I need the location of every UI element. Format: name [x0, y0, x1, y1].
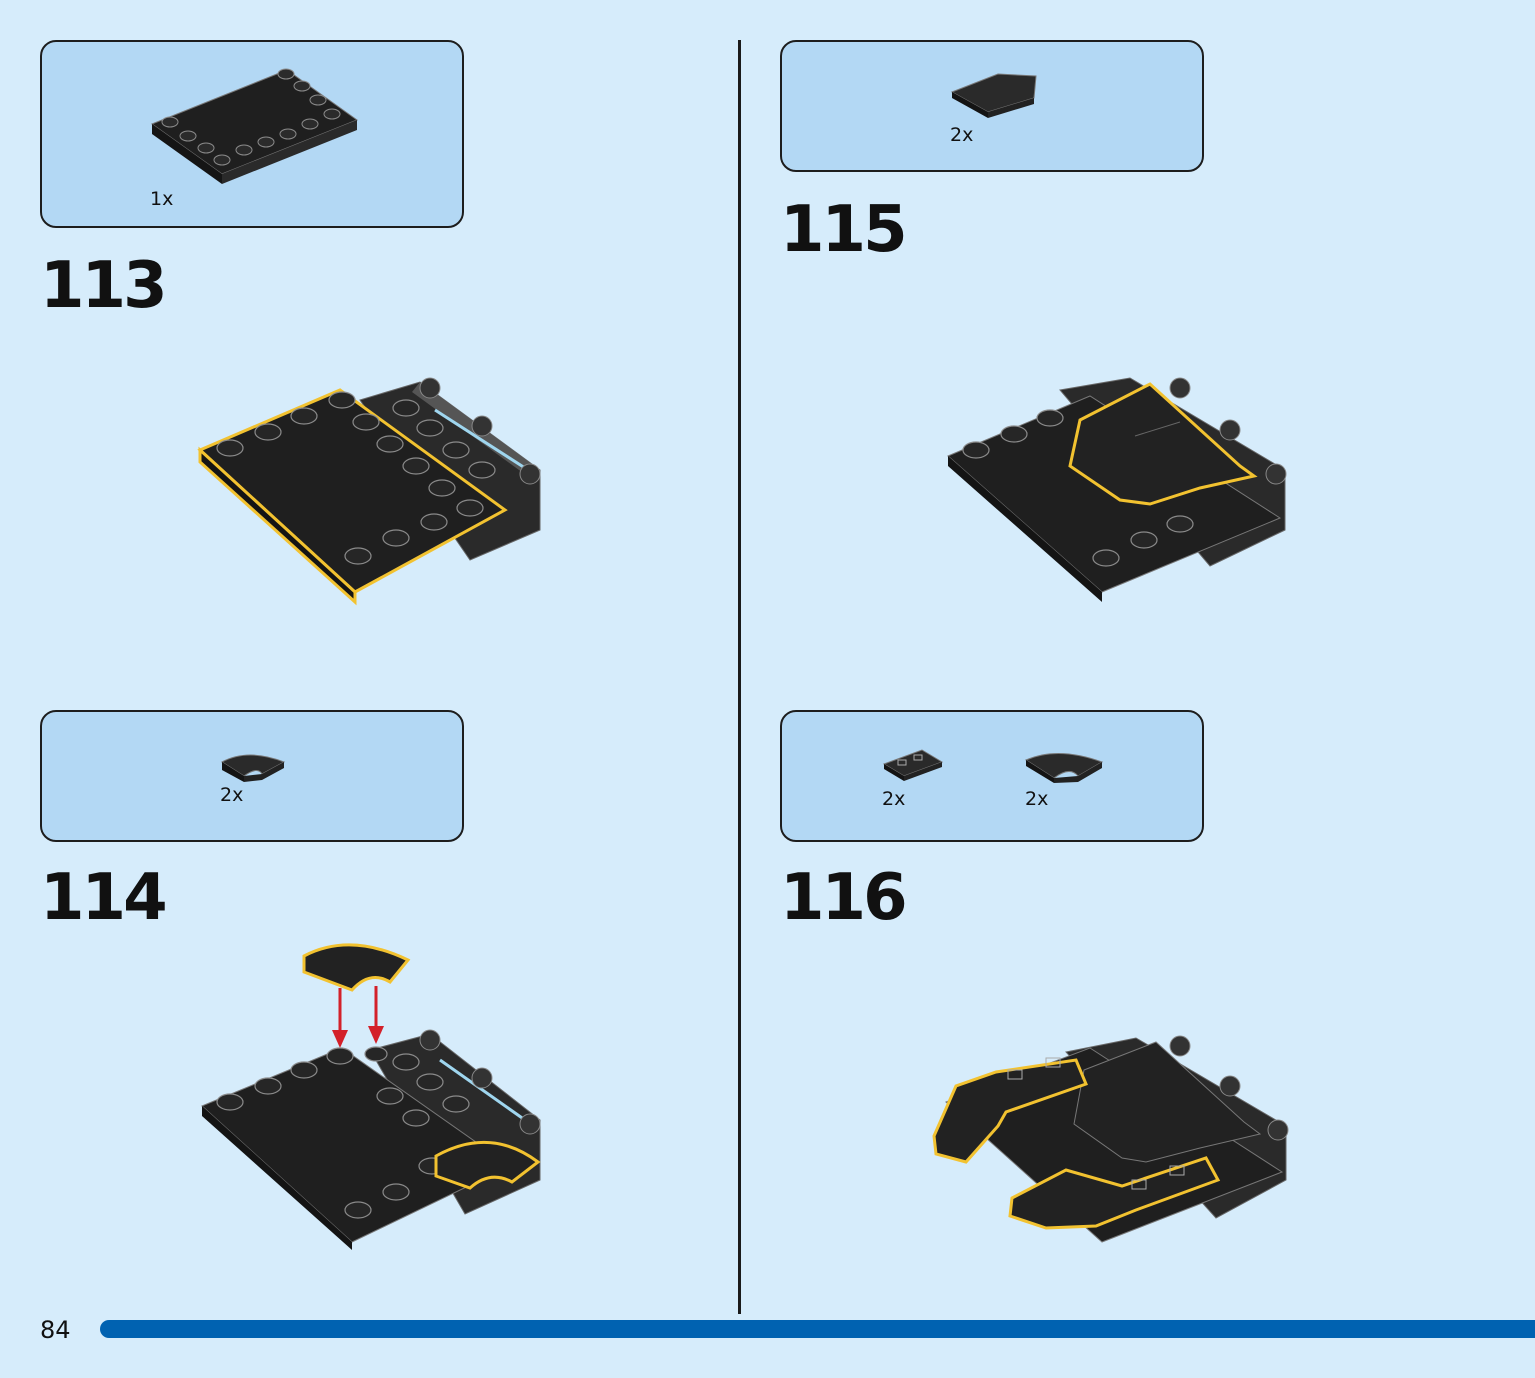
parts-box-step-115: 2x: [780, 40, 1204, 172]
parts-box-step-116: 2x 2x: [780, 710, 1204, 842]
step-number-115: 115: [780, 193, 908, 267]
part-count: 1x: [150, 188, 174, 210]
step-number-114: 114: [40, 861, 168, 935]
plate-part-image: [150, 68, 359, 184]
progress-bar: [100, 1320, 1535, 1338]
part-count: 2x: [220, 784, 244, 806]
step-number-116: 116: [780, 861, 908, 935]
assembly-image-step-116: [932, 1035, 1289, 1243]
curved-slope-part-image: [221, 754, 286, 782]
page-number: 84: [40, 1316, 71, 1344]
step-number-113: 113: [40, 249, 168, 323]
part-count: 2x: [882, 788, 906, 810]
assembly-image-step-113: [197, 377, 541, 606]
wedge-tile-part-image: [950, 73, 1037, 118]
parts-box-step-114: 2x: [40, 710, 464, 842]
assembly-image-step-114: [201, 943, 541, 1250]
assembly-image-step-115: [947, 377, 1287, 602]
grille-tile-part-image: [882, 749, 944, 781]
curved-slope-part-image: [1024, 752, 1104, 783]
parts-box-step-113: 1x: [40, 40, 464, 228]
part-count: 2x: [1025, 788, 1049, 810]
part-count: 2x: [950, 124, 974, 146]
column-divider: [738, 40, 741, 1314]
